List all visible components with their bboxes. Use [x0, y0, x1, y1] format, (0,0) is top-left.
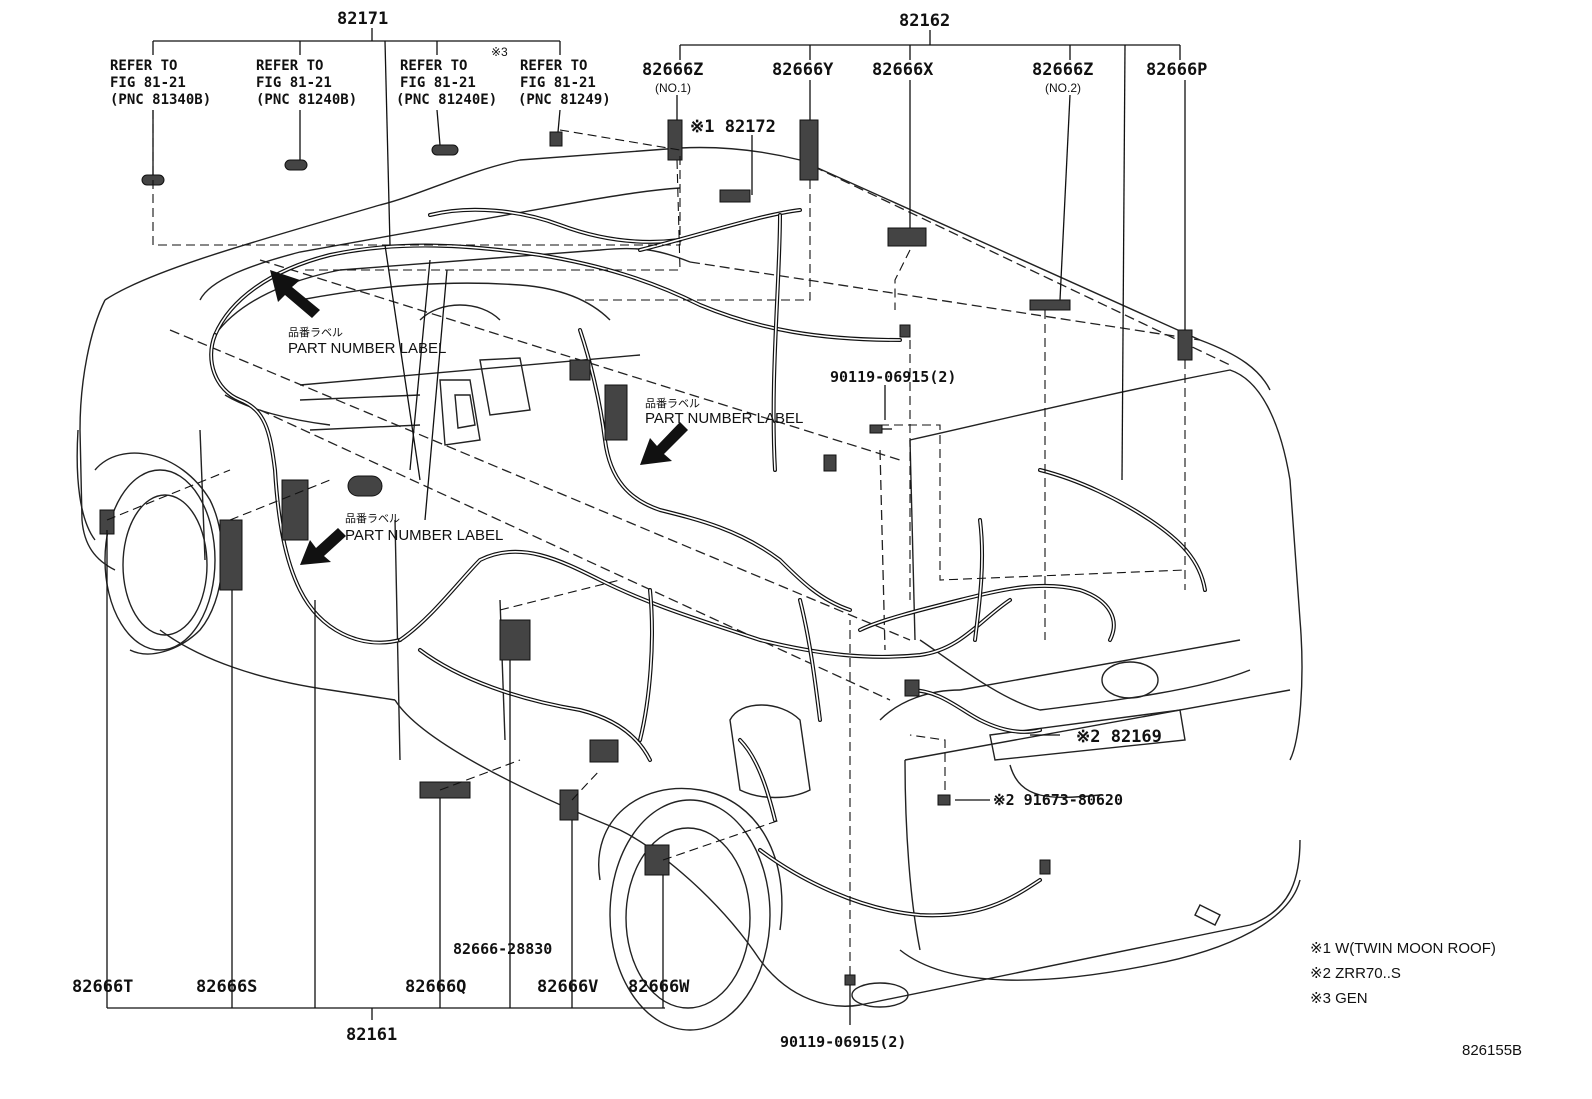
refer-note-mark: ※3 — [491, 45, 508, 59]
vehicle-outline — [76, 146, 1303, 1031]
part-number-82666s: 82666S — [196, 977, 257, 997]
bolt-number-bottom: 90119-06915(2) — [780, 1033, 906, 1051]
refer-note-81340b: REFER TO FIG 81-21 (PNC 81340B) — [110, 58, 211, 108]
svg-text:(PNC 81240E): (PNC 81240E) — [396, 92, 497, 108]
svg-text:REFER TO: REFER TO — [110, 58, 177, 74]
label-arrow-icon — [300, 528, 346, 565]
part-number-82666z-no2: 82666Z — [1032, 60, 1093, 80]
refer-note-81240b: REFER TO FIG 81-21 (PNC 81240B) — [256, 58, 357, 108]
footnote-2: ※2 ZRR70..S — [1310, 965, 1401, 982]
label-arrow-icon — [640, 422, 688, 465]
wire-harnesses — [209, 207, 1207, 918]
figure-code: 826155B — [1462, 1042, 1522, 1059]
bolt-number-top: 90119-06915(2) — [830, 368, 956, 386]
part-number-82666-28830: 82666-28830 — [453, 940, 552, 958]
svg-text:PART NUMBER LABEL: PART NUMBER LABEL — [645, 410, 803, 427]
label-arrow-icon — [270, 270, 320, 318]
refer-note-81240e: REFER TO FIG 81-21 (PNC 81240E) — [396, 58, 497, 108]
part-number-label-callout: 品番ラベル PART NUMBER LABEL — [345, 512, 503, 544]
svg-text:(PNC 81340B): (PNC 81340B) — [110, 92, 211, 108]
svg-text:品番ラベル: 品番ラベル — [345, 512, 400, 525]
part-number-82666x: 82666X — [872, 60, 934, 80]
footnote-3: ※3 GEN — [1310, 990, 1368, 1007]
part-number-82666t: 82666T — [72, 977, 133, 997]
footnote-1: ※1 W(TWIN MOON ROOF) — [1310, 940, 1496, 957]
bolt-icon — [844, 974, 856, 1000]
svg-text:(PNC 81249): (PNC 81249) — [518, 92, 611, 108]
part-number-82172: ※1 82172 — [690, 117, 776, 137]
part-number-82171: 82171 — [337, 9, 388, 29]
part-number-82666q: 82666Q — [405, 977, 466, 997]
part-number-label-callout: 品番ラベル PART NUMBER LABEL — [645, 397, 803, 427]
svg-text:PART NUMBER LABEL: PART NUMBER LABEL — [345, 527, 503, 544]
part-number-82666p: 82666P — [1146, 60, 1207, 80]
part-number-82666v: 82666V — [537, 977, 598, 997]
svg-text:FIG 81-21: FIG 81-21 — [110, 75, 186, 91]
svg-text:FIG 81-21: FIG 81-21 — [520, 75, 596, 91]
part-number-91673-80620: ※2 91673-80620 — [993, 791, 1123, 809]
refer-note-81249: REFER TO FIG 81-21 (PNC 81249) — [518, 58, 611, 108]
components — [99, 119, 1193, 1000]
part-sub-no2: (NO.2) — [1045, 81, 1081, 95]
clip-icon — [937, 794, 951, 806]
part-number-82666z-no1: 82666Z — [642, 60, 703, 80]
svg-text:FIG 81-21: FIG 81-21 — [256, 75, 332, 91]
svg-text:PART NUMBER LABEL: PART NUMBER LABEL — [288, 340, 446, 357]
svg-text:REFER TO: REFER TO — [520, 58, 587, 74]
part-number-82169: ※2 82169 — [1076, 727, 1162, 747]
part-sub-no1: (NO.1) — [655, 81, 691, 95]
svg-text:REFER TO: REFER TO — [256, 58, 323, 74]
part-number-82162: 82162 — [899, 11, 950, 31]
bolt-icon — [869, 424, 892, 434]
svg-text:REFER TO: REFER TO — [400, 58, 467, 74]
svg-text:FIG 81-21: FIG 81-21 — [400, 75, 476, 91]
part-number-82666y: 82666Y — [772, 60, 834, 80]
leader-lines — [106, 28, 1186, 1025]
svg-text:品番ラベル: 品番ラベル — [288, 326, 343, 339]
svg-text:品番ラベル: 品番ラベル — [645, 397, 700, 410]
part-number-82666w: 82666W — [628, 977, 690, 997]
svg-text:(PNC 81240B): (PNC 81240B) — [256, 92, 357, 108]
part-number-label-callout: 品番ラベル PART NUMBER LABEL — [288, 326, 446, 357]
part-number-82161: 82161 — [346, 1025, 397, 1045]
footnotes: ※1 W(TWIN MOON ROOF) ※2 ZRR70..S ※3 GEN — [1310, 940, 1496, 1007]
